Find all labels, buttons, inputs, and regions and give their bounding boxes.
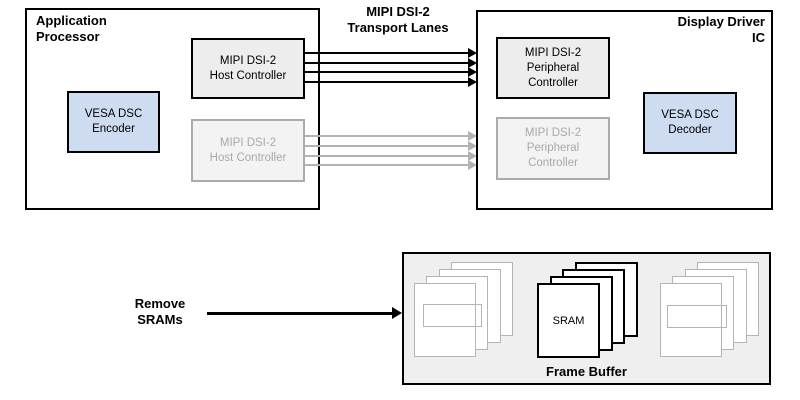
transport-lane-inactive-arrow-icon <box>305 150 477 161</box>
transport-lane-inactive-arrow-icon <box>305 131 477 141</box>
transport-lane-arrow-icon <box>305 48 477 58</box>
peripheral-controller-inactive-box: MIPI DSI-2 Peripheral Controller <box>496 117 610 180</box>
sram-label: SRAM <box>552 314 585 327</box>
remove-srams-arrow-icon <box>207 307 402 319</box>
page <box>660 283 722 357</box>
host-controller-box: MIPI DSI-2 Host Controller <box>191 38 305 99</box>
frame-buffer-label: Frame Buffer <box>546 364 627 379</box>
host-controller-inactive-box: MIPI DSI-2 Host Controller <box>191 119 305 182</box>
transport-lane-arrow-icon <box>305 67 477 77</box>
remove-srams-label: Remove SRAMs <box>134 296 186 327</box>
transport-lane-arrow-icon <box>305 76 477 87</box>
empty-sram-slot-rect <box>667 305 727 328</box>
empty-sram-slot-rect <box>423 304 482 327</box>
transport-lanes-title: MIPI DSI-2 Transport Lanes <box>347 4 449 35</box>
transport-lane-inactive-arrow-icon <box>305 140 477 151</box>
display-driver-ic-label: Display Driver IC <box>677 14 765 45</box>
vesa-dsc-encoder-box: VESA DSC Encoder <box>67 91 160 153</box>
application-processor-label: Application Processor <box>36 13 107 44</box>
vesa-dsc-decoder-box: VESA DSC Decoder <box>643 92 737 154</box>
sram-page: SRAM <box>537 283 600 358</box>
page <box>414 283 476 357</box>
transport-lane-arrow-icon <box>305 57 477 68</box>
transport-lane-inactive-arrow-icon <box>305 160 477 170</box>
peripheral-controller-box: MIPI DSI-2 Peripheral Controller <box>496 37 610 99</box>
